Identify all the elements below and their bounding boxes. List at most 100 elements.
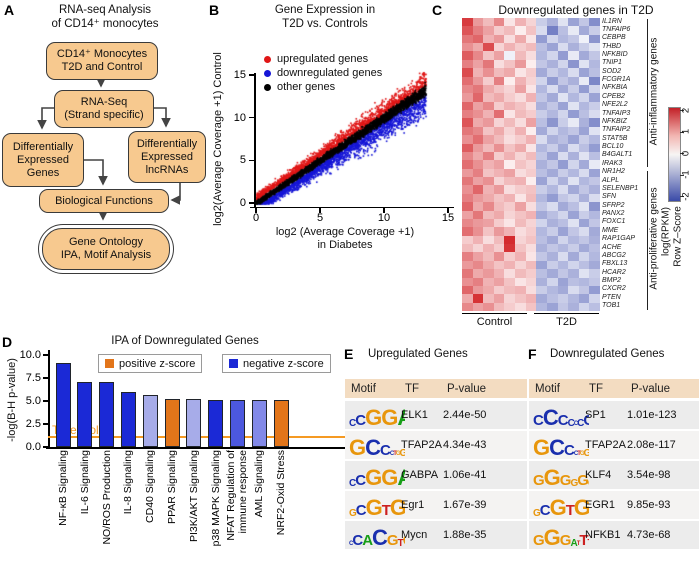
heatmap-cell (493, 285, 505, 295)
heatmap-cell (546, 101, 558, 111)
heatmap-cell (493, 93, 505, 103)
heatmap-cell (589, 135, 601, 144)
heatmap-cell (493, 76, 505, 86)
heatmap-cell (568, 84, 580, 94)
ipa-bar (142, 395, 158, 447)
motif-letter: T (577, 451, 581, 458)
t2d-group-label: T2D (556, 316, 577, 328)
flow-box-cd14-monocytes: CD14⁺ Monocytes T2D and Control (46, 42, 158, 80)
heatmap-cell (578, 110, 590, 119)
heatmap-cell (515, 84, 527, 94)
heatmap-cell (536, 68, 548, 77)
heatmap-cell (515, 244, 527, 253)
heatmap-cell (504, 235, 516, 245)
heatmap-cell (483, 177, 495, 186)
gene-label: STAT5B (602, 134, 628, 142)
panel-c-label: C (432, 2, 443, 18)
gene-label: FBXL13 (602, 260, 628, 268)
heatmap-cell (504, 218, 516, 228)
heatmap-cell (546, 168, 558, 178)
heatmap-cell (546, 260, 558, 270)
heatmap-cell (525, 252, 537, 262)
heatmap-cell (462, 101, 473, 111)
tf-name: Mycn (401, 529, 428, 541)
heatmap-cell (568, 93, 580, 103)
heatmap-cell (589, 101, 601, 111)
heatmap-cell (578, 43, 590, 52)
heatmap-cell (546, 252, 558, 262)
heatmap-cell (472, 118, 484, 128)
heatmap-cell (589, 51, 601, 61)
heatmap-cell (568, 160, 580, 170)
heatmap-cell (557, 235, 569, 245)
d-y-tick-label: 0.0 (25, 441, 41, 453)
heatmap-cell (504, 118, 516, 128)
heatmap-cell (568, 18, 580, 27)
motif-letter: C (573, 451, 578, 458)
heatmap-cell (589, 277, 601, 287)
gene-label: ABCG2 (602, 251, 626, 259)
panel-b-title-line1: Gene Expression in (274, 4, 376, 16)
heatmap-cell (589, 235, 601, 245)
flow-terminal-gene-ontology: Gene Ontology IPA, Motif Analysis (38, 224, 174, 274)
heatmap-cell (493, 210, 505, 220)
control-group-label: Control (476, 316, 513, 328)
panel-a-title-line2: of CD14⁺ monocytes (51, 17, 159, 30)
motif-letter: C (355, 412, 366, 428)
gene-label: NFKBIZ (602, 117, 627, 125)
heatmap-cell (568, 244, 580, 253)
motif-letter: C (352, 532, 363, 548)
heatmap-cell (472, 277, 484, 287)
heatmap-cell (536, 118, 548, 128)
heatmap-cell (589, 126, 601, 136)
heatmap-cell (589, 193, 601, 203)
motif-letter: T (381, 502, 391, 518)
b-legend-label: other genes (277, 81, 336, 93)
heatmap-cell (472, 59, 484, 69)
heatmap-cell (483, 244, 495, 253)
heatmap-cell (515, 168, 527, 178)
positive-zscore-swatch (105, 359, 114, 368)
motif-table-header-cell: P-value (447, 382, 486, 395)
heatmap-cell (589, 202, 601, 211)
heatmap-cell (546, 59, 558, 69)
heatmap-cell (515, 93, 527, 103)
heatmap-cell (462, 227, 473, 237)
heatmap-cell (568, 26, 580, 36)
heatmap-cell (504, 269, 516, 278)
heatmap-cell (578, 193, 590, 203)
heatmap-cell (462, 84, 473, 94)
heatmap-cell (536, 34, 548, 44)
motif-letter: G (381, 404, 398, 428)
heatmap-cell (578, 143, 590, 153)
heatmap-cell (578, 252, 590, 262)
gene-label: SFRP2 (602, 201, 625, 209)
table-row: CCCCCCCCCCSP11.01e-123 (529, 401, 699, 429)
heatmap-cell (546, 202, 558, 211)
heatmap-cell (493, 193, 505, 203)
heatmap-cell (504, 43, 516, 52)
d-y-axis (48, 350, 50, 448)
heatmap-cell (568, 285, 580, 295)
panel-f-label: F (528, 346, 537, 362)
heatmap-cell (483, 34, 495, 44)
heatmap-cell (504, 51, 516, 61)
heatmap-cell (515, 118, 527, 128)
heatmap-cell (493, 269, 505, 278)
heatmap-cell (483, 126, 495, 136)
heatmap-cell (462, 285, 473, 295)
b-x-axis (250, 206, 454, 208)
heatmap-cell (589, 84, 601, 94)
heatmap-cell (578, 285, 590, 295)
heatmap-cell (578, 18, 590, 27)
gene-label: CEBPB (602, 34, 626, 42)
ipa-bar (55, 363, 71, 447)
ipa-bar (164, 398, 180, 447)
heatmap-cell (504, 210, 516, 220)
heatmap-cell (493, 302, 505, 312)
heatmap-cell (504, 18, 516, 27)
heatmap-cell (472, 202, 484, 211)
heatmap-cell (525, 59, 537, 69)
heatmap-cell (462, 302, 473, 312)
b-x-tick-label: 15 (441, 212, 455, 224)
